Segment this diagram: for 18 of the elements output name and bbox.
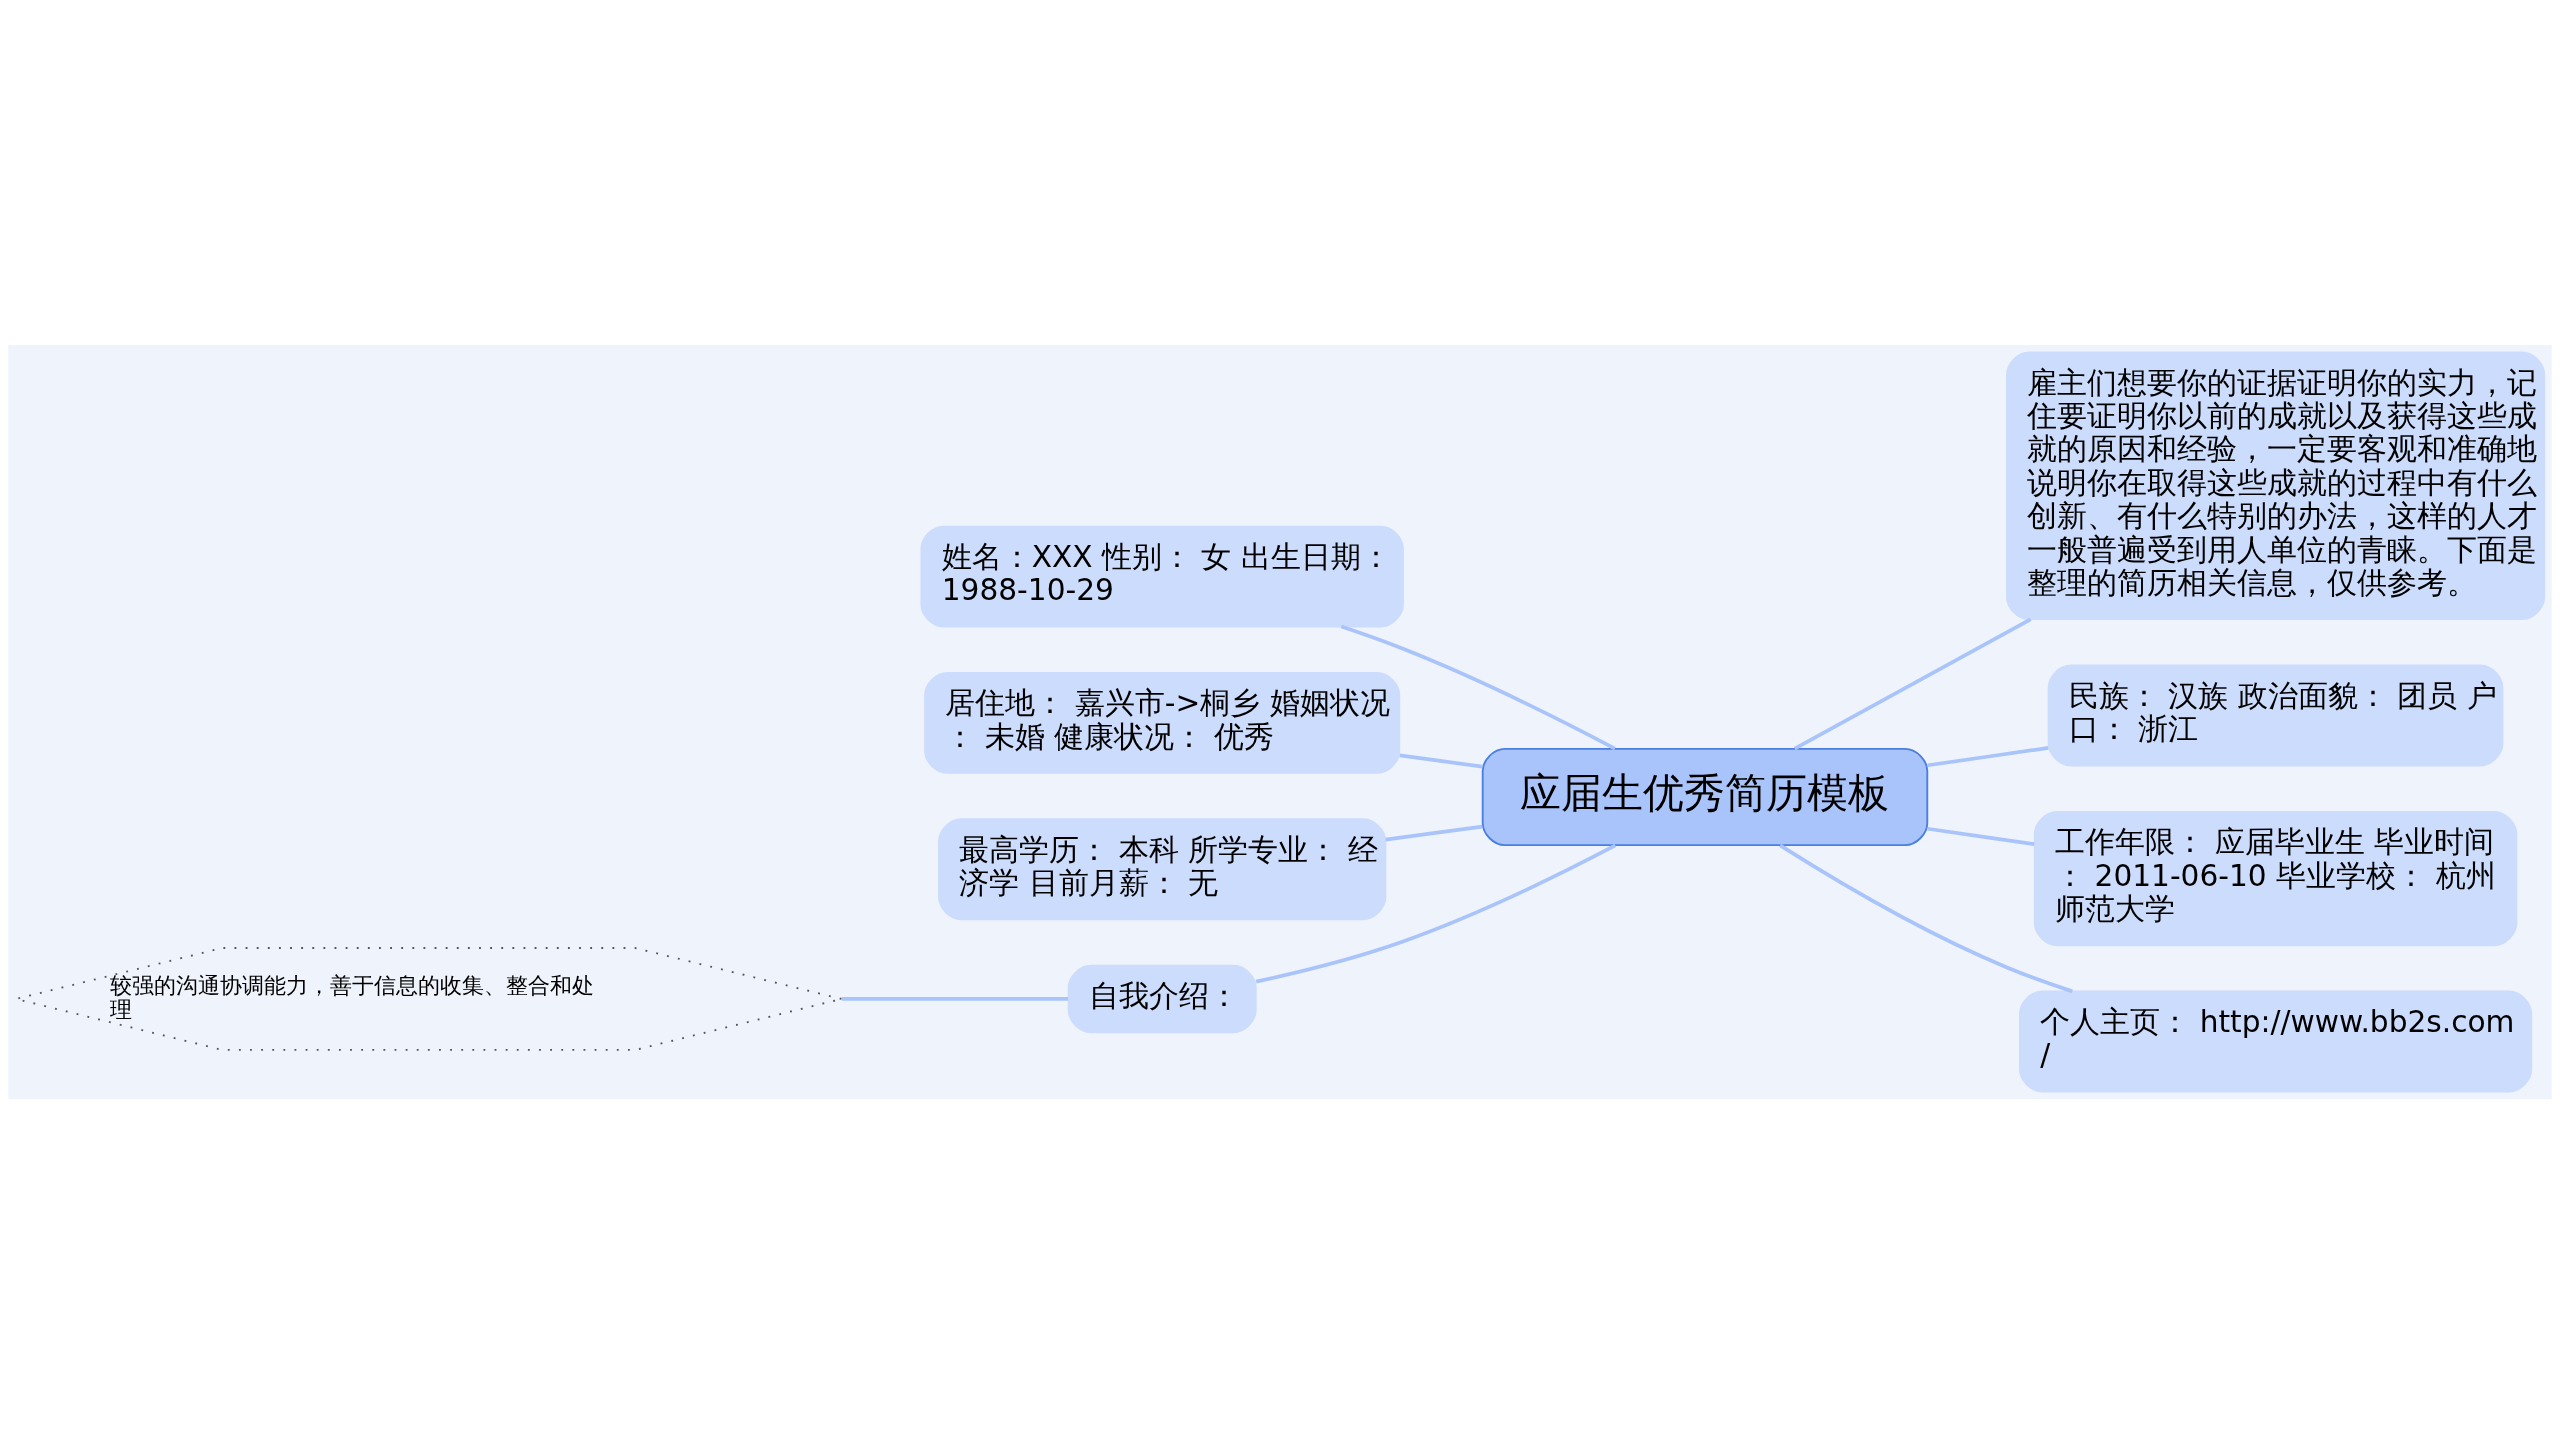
- node-box: 居住地： 嘉兴市->桐乡 婚姻状况： 未婚 健康状况： 优秀: [924, 672, 1401, 774]
- node-box: 工作年限： 应届毕业生 毕业时间： 2011-06-10 毕业学校： 杭州师范大学: [2033, 810, 2518, 947]
- connector: [1927, 826, 2035, 846]
- connector: [841, 997, 1068, 1001]
- connector: [1385, 824, 1483, 842]
- connector: [1793, 617, 2032, 751]
- node-box: 自我介绍：: [1067, 964, 1257, 1034]
- node-box: 姓名：XXX 性别： 女 出生日期：1988-10-29: [920, 525, 1404, 628]
- connector: [1340, 624, 1616, 751]
- node-box: 雇主们想要你的证据证明你的实力，记住要证明你以前的成就以及获得这些成就的原因和经验，一定要客观和准确地说明你在取得这些成就的过程中有什么创新、有什么特别的办法，这样的人才一般普遍受到用人单位的青睐。下面是整理的简历相关信息，仅供参考。: [2006, 351, 2546, 621]
- connector: [1779, 843, 2073, 994]
- connector: [1399, 753, 1483, 769]
- node-box: 个人主页： http://www.bb2s.com/: [2019, 990, 2533, 1093]
- node-box: 民族： 汉族 政治面貌： 团员 户口： 浙江: [2047, 664, 2504, 767]
- node-box: 最高学历： 本科 所学专业： 经济学 目前月薪： 无: [938, 818, 1387, 921]
- node-box: 应届生优秀简历模板: [1481, 747, 1929, 847]
- connector: [1927, 746, 2049, 768]
- connector: [1255, 843, 1617, 984]
